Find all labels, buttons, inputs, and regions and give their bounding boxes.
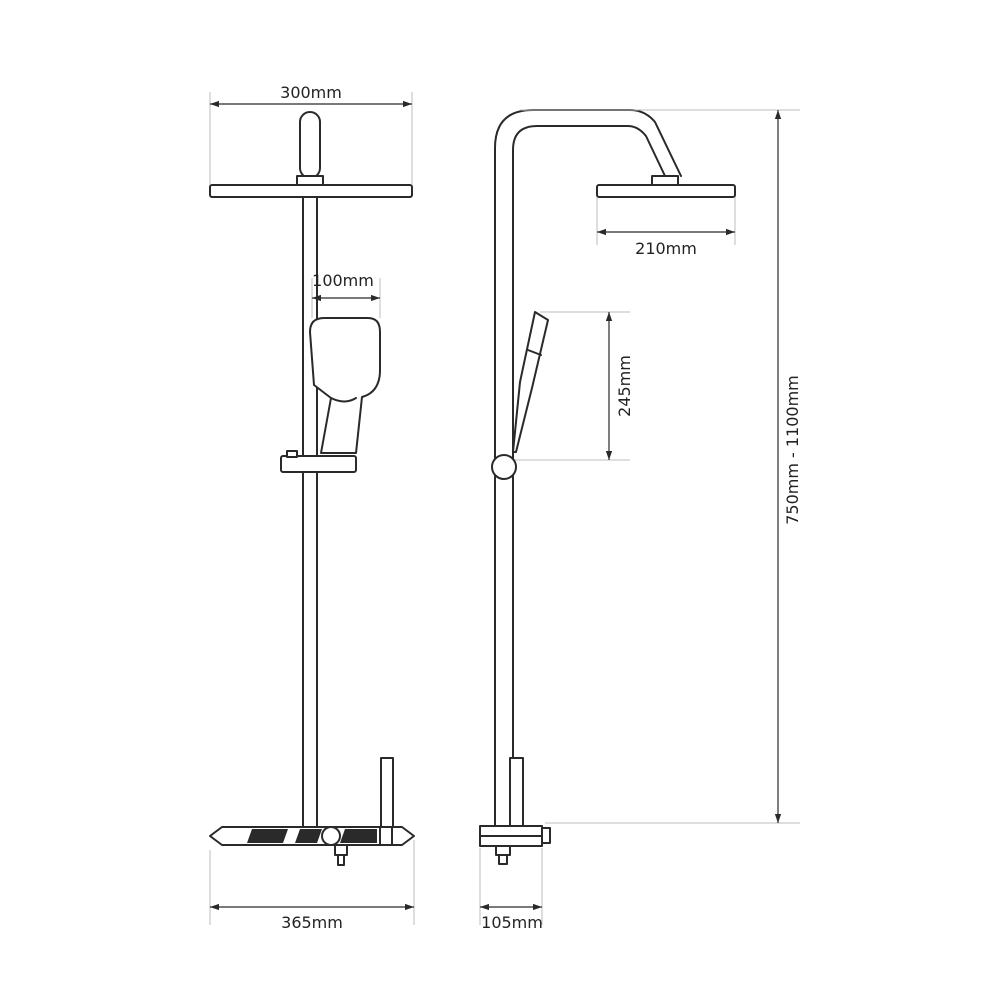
dim-label-mixer-width: 365mm (281, 913, 343, 932)
side-mixer-body (479, 825, 551, 847)
dim-label-rain-head-side: 210mm (635, 239, 697, 258)
side-rain-shower-head (596, 184, 736, 198)
side-riser-outer (494, 109, 682, 826)
dim-label-hand-shower-width: 100mm (312, 271, 374, 290)
side-outlet-nozzle (498, 854, 508, 865)
dim-label-mixer-depth: 105mm (481, 913, 543, 932)
front-head-connector (296, 175, 324, 186)
extension-lines (209, 92, 800, 925)
front-thermostatic-mixer (209, 826, 415, 846)
dim-label-hand-shower-length: 245mm (615, 355, 634, 417)
front-slider-knob (286, 450, 298, 458)
front-rain-shower-head (209, 184, 413, 198)
front-control-knob (321, 826, 341, 846)
side-diverter-pipe (509, 757, 524, 827)
front-diverter-spout (380, 757, 394, 829)
side-riser-inner (512, 125, 666, 761)
side-head-connector (651, 175, 679, 186)
front-slider-holder (280, 455, 357, 473)
dim-label-total-height: 750mm - 1100mm (783, 375, 802, 525)
front-view (209, 111, 415, 866)
front-outlet-nut (334, 844, 348, 856)
dim-label-rain-head-front: 300mm (280, 83, 342, 102)
side-slider-knob (491, 454, 517, 480)
front-shower-arm (299, 111, 321, 179)
side-hand-shower (512, 311, 549, 453)
front-hand-shower (309, 317, 381, 454)
side-view (479, 109, 736, 865)
side-outlet-nut (495, 845, 511, 856)
front-outlet-nozzle (337, 854, 345, 866)
